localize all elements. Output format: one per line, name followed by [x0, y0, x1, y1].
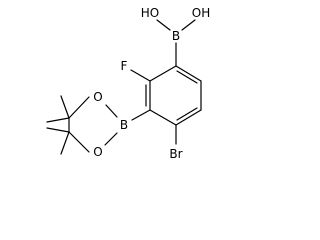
- atom-label-bromine: Br: [169, 147, 182, 161]
- bond-c3-c4: [149, 109, 177, 126]
- bond-methyl-2: [60, 95, 70, 119]
- bond-c2-f: [130, 69, 151, 82]
- atom-label-o-upper: O: [93, 90, 102, 104]
- atom-label-ho: HO: [141, 6, 159, 20]
- atom-labels: B HO OH F Br B O O: [93, 6, 210, 161]
- bond-b-o-lower: [104, 132, 118, 146]
- atom-label-ester-b: B: [120, 118, 128, 132]
- bond-methyl-4: [60, 131, 70, 155]
- bond-b-oh-left: [156, 19, 171, 31]
- chemical-structure: B HO OH F Br B O O: [46, 6, 210, 161]
- bond-c4-c5-inner: [176, 107, 198, 121]
- bond-b-oh-right: [181, 19, 196, 31]
- bond-b-o-upper: [105, 104, 118, 118]
- bond-o-upper-c: [68, 96, 90, 119]
- atom-label-fluorine: F: [121, 59, 128, 73]
- bond-c3-b-ester: [131, 109, 151, 121]
- bond-c6-c1-inner: [176, 70, 198, 84]
- bond-methyl-3: [46, 127, 70, 133]
- bond-o-lower-c: [68, 131, 90, 153]
- bond-c4-c5: [175, 109, 202, 126]
- atom-label-boronic-b: B: [172, 29, 180, 43]
- atom-label-oh: OH: [192, 6, 210, 20]
- bond-c1-c2: [149, 65, 177, 82]
- atom-label-o-lower: O: [93, 145, 102, 159]
- bond-methyl-1: [46, 117, 70, 123]
- bonds: [46, 19, 202, 155]
- bond-c6-c1: [175, 65, 202, 82]
